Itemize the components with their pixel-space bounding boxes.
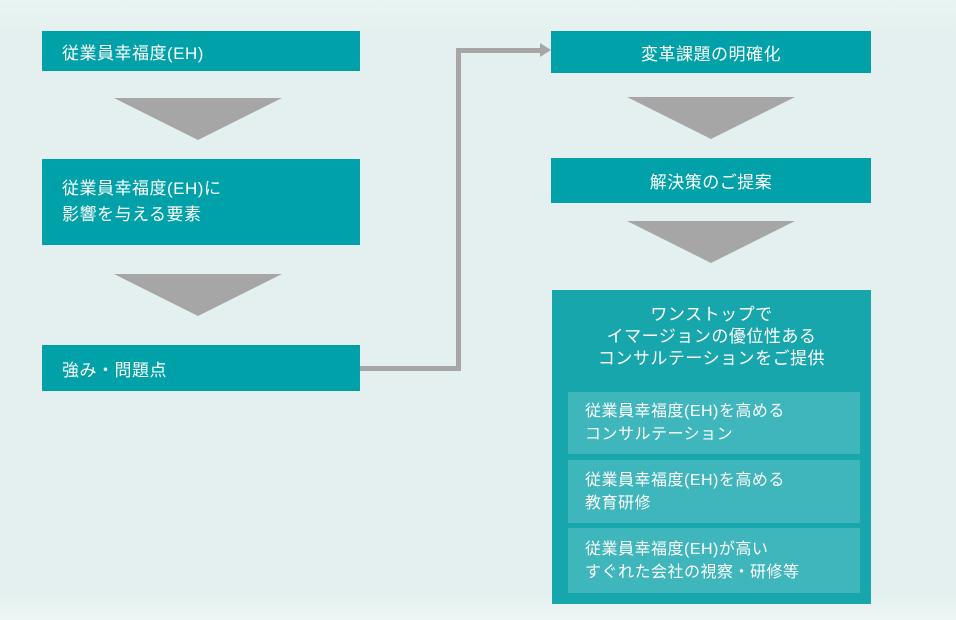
flow-box-label: 強み・問題点 <box>62 360 167 380</box>
result-item-consultation: 従業員幸福度(EH)を高める コンサルテーション <box>568 392 860 454</box>
result-title-line3: コンサルテーションをご提供 <box>597 349 826 368</box>
flow-box-label-line1: 従業員幸福度(EH)に <box>62 179 222 198</box>
flow-box-label: 解決策のご提案 <box>649 173 773 192</box>
flow-box-strengths-problems: 強み・問題点 <box>42 345 360 391</box>
flow-box-label-line2: 影響を与える要素 <box>62 205 202 224</box>
flow-box-employee-happiness: 従業員幸福度(EH) <box>42 31 360 71</box>
connector-line-horizontal-top <box>459 48 541 53</box>
flow-box-label: 従業員幸福度(EH) <box>62 43 204 63</box>
connector-line-vertical <box>456 48 461 371</box>
result-item-line1: 従業員幸福度(EH)を高める <box>585 471 785 489</box>
connector-line-horizontal-bottom <box>360 366 458 371</box>
flow-box-reform-issues: 変革課題の明確化 <box>551 31 871 73</box>
down-arrow-icon <box>114 98 282 140</box>
result-item-line2: すぐれた会社の視察・研修等 <box>585 563 800 581</box>
result-box-one-stop-consultation: ワンストップで イマージョンの優位性ある コンサルテーションをご提供 従業員幸福… <box>552 290 871 604</box>
result-item-training: 従業員幸福度(EH)を高める 教育研修 <box>568 460 860 523</box>
result-item-line2: 教育研修 <box>585 494 652 512</box>
result-item-company-visits: 従業員幸福度(EH)が高い すぐれた会社の視察・研修等 <box>568 528 860 593</box>
result-title-line1: ワンストップで <box>650 305 773 324</box>
result-item-line1: 従業員幸福度(EH)を高める <box>585 403 785 420</box>
flow-box-influencing-factors: 従業員幸福度(EH)に 影響を与える要素 <box>42 159 360 245</box>
result-title-line2: イマージョンの優位性ある <box>606 327 817 346</box>
right-arrow-icon <box>540 43 551 57</box>
result-box-title: ワンストップで イマージョンの優位性ある コンサルテーションをご提供 <box>552 304 871 370</box>
result-item-line2: コンサルテーション <box>585 426 734 443</box>
flow-box-solution-proposal: 解決策のご提案 <box>551 158 871 203</box>
down-arrow-icon <box>114 274 282 316</box>
flow-box-label: 変革課題の明確化 <box>641 44 781 64</box>
down-arrow-icon <box>627 221 795 263</box>
down-arrow-icon <box>627 97 795 139</box>
result-item-line1: 従業員幸福度(EH)が高い <box>585 540 769 558</box>
